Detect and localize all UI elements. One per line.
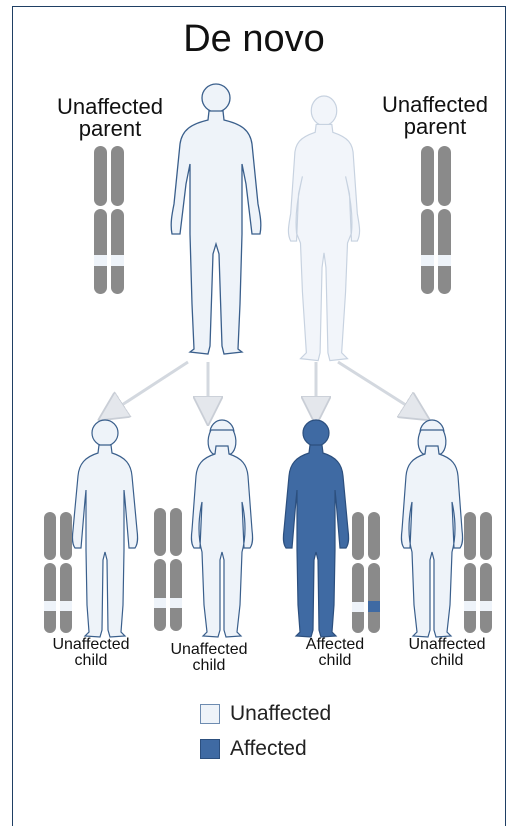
- inheritance-arrows: [108, 362, 420, 414]
- child-1-label: Unaffected child: [36, 637, 146, 669]
- parent-right-chromosomes: [421, 146, 451, 294]
- child-2-chromosomes: [154, 508, 182, 631]
- child-1-chromosomes: [44, 512, 72, 633]
- child-2-figure: [191, 420, 252, 637]
- child-3-figure: [283, 420, 348, 637]
- legend-unaffected: Unaffected: [200, 702, 331, 726]
- arrow-to-child-4: [338, 362, 420, 414]
- affected-swatch: [200, 739, 220, 759]
- child-4-chromosomes: [464, 512, 492, 633]
- parent-left-chromosomes: [94, 146, 124, 294]
- arrow-to-child-1: [108, 362, 188, 414]
- child-3-chromosomes: [352, 512, 380, 633]
- unaffected-swatch: [200, 704, 220, 724]
- child-4-label: Unaffected child: [392, 637, 502, 669]
- child-4-figure: [401, 420, 462, 637]
- child-3-label: Affected child: [280, 637, 390, 669]
- mutation-marker: [368, 601, 380, 612]
- child-1-figure: [72, 420, 137, 637]
- mother-figure: [288, 96, 359, 361]
- father-figure: [171, 84, 261, 354]
- child-2-label: Unaffected child: [154, 642, 264, 674]
- legend-affected: Affected: [200, 737, 307, 761]
